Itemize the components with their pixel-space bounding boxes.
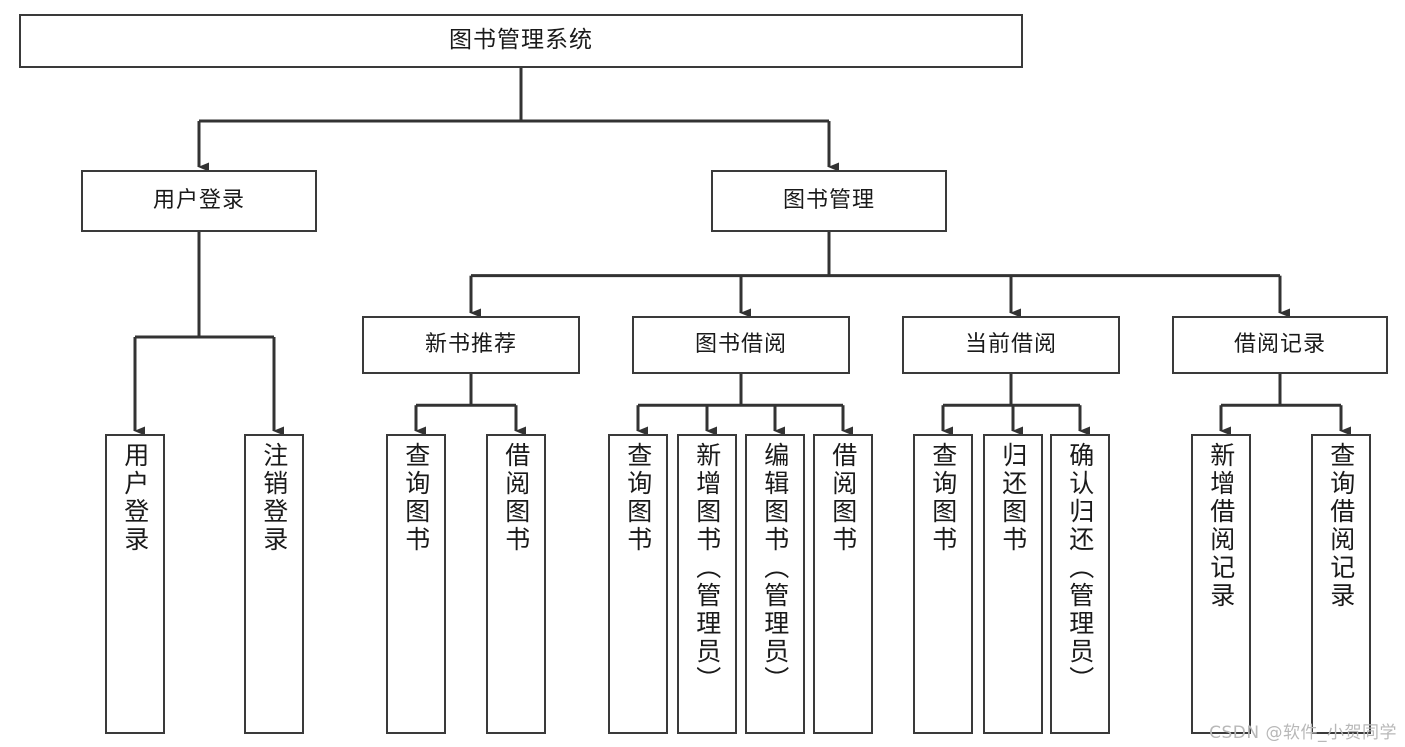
node-leaf-rec-query-record[interactable]: 查询借阅记录 [1311,434,1371,734]
node-leaf-borrow-add-book-label: 新增图书（管理员） [692,442,722,694]
node-book-borrow-label: 图书借阅 [694,332,787,358]
node-leaf-rec-borrow-book[interactable]: 借阅图书 [486,434,546,734]
node-book-manage-label: 图书管理 [782,188,875,214]
node-new-book-recommend-label: 新书推荐 [424,332,517,358]
node-leaf-user-login-label: 用户登录 [120,442,150,554]
node-root[interactable]: 图书管理系统 [19,14,1023,68]
node-leaf-cur-confirm-return[interactable]: 确认归还（管理员） [1050,434,1110,734]
node-leaf-rec-query-book[interactable]: 查询图书 [386,434,446,734]
node-leaf-borrow-query-book-label: 查询图书 [623,442,653,554]
node-new-book-recommend[interactable]: 新书推荐 [362,316,580,374]
node-leaf-cur-confirm-return-label: 确认归还（管理员） [1065,442,1095,694]
node-user-login-label: 用户登录 [152,188,245,214]
watermark: CSDN @软件_小贺同学 [1209,723,1397,743]
node-leaf-rec-borrow-book-label: 借阅图书 [501,442,531,554]
node-leaf-borrow-edit-book-label: 编辑图书（管理员） [760,442,790,694]
node-leaf-borrow-query-book[interactable]: 查询图书 [608,434,668,734]
node-current-borrow-label: 当前借阅 [964,332,1057,358]
node-book-borrow[interactable]: 图书借阅 [632,316,850,374]
node-root-label: 图书管理系统 [449,27,593,54]
node-leaf-cur-return-book[interactable]: 归还图书 [983,434,1043,734]
node-user-login[interactable]: 用户登录 [81,170,317,232]
node-leaf-user-login[interactable]: 用户登录 [105,434,165,734]
node-leaf-rec-query-record-label: 查询借阅记录 [1326,442,1356,610]
node-leaf-cur-query-book[interactable]: 查询图书 [913,434,973,734]
node-leaf-rec-add-record-label: 新增借阅记录 [1206,442,1236,610]
node-leaf-borrow-borrow-book[interactable]: 借阅图书 [813,434,873,734]
node-leaf-cur-query-book-label: 查询图书 [928,442,958,554]
node-leaf-borrow-add-book[interactable]: 新增图书（管理员） [677,434,737,734]
node-borrow-record[interactable]: 借阅记录 [1172,316,1388,374]
node-leaf-borrow-borrow-book-label: 借阅图书 [828,442,858,554]
node-current-borrow[interactable]: 当前借阅 [902,316,1120,374]
node-leaf-user-logout[interactable]: 注销登录 [244,434,304,734]
node-book-manage[interactable]: 图书管理 [711,170,947,232]
node-leaf-user-logout-label: 注销登录 [259,442,289,554]
node-leaf-rec-query-book-label: 查询图书 [401,442,431,554]
node-leaf-rec-add-record[interactable]: 新增借阅记录 [1191,434,1251,734]
node-leaf-cur-return-book-label: 归还图书 [998,442,1028,554]
node-borrow-record-label: 借阅记录 [1233,332,1326,358]
node-leaf-borrow-edit-book[interactable]: 编辑图书（管理员） [745,434,805,734]
